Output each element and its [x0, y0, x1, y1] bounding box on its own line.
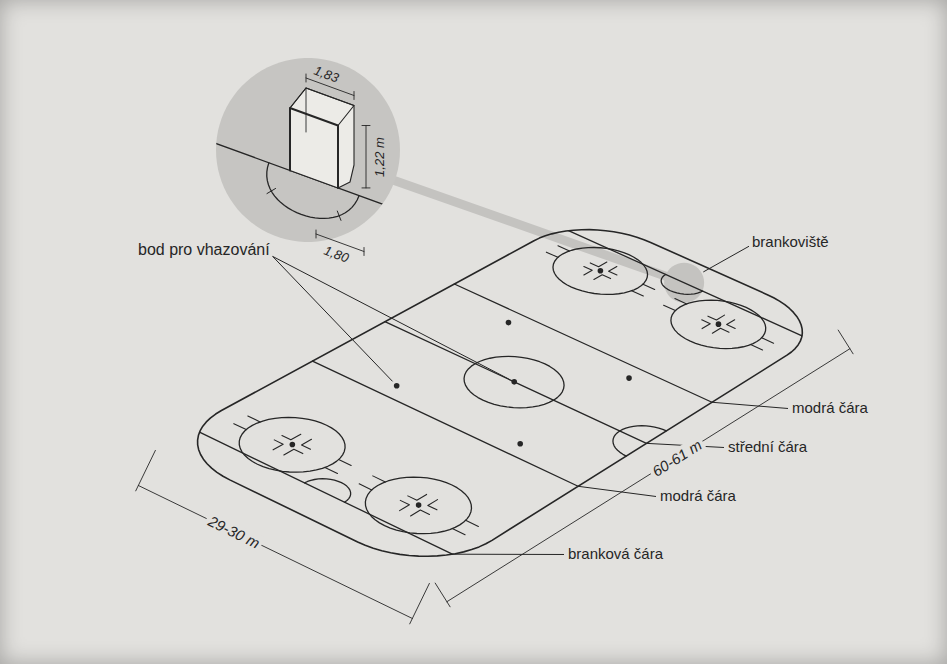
hash-mark [751, 345, 763, 350]
dimension-line [447, 349, 850, 602]
part-label: střední čára [728, 438, 807, 455]
dimension-tick [364, 248, 365, 256]
part-label: modrá čára [660, 487, 736, 504]
crease-tick [267, 188, 276, 193]
faceoff-l-mark [302, 439, 312, 449]
faceoff-l-mark [590, 262, 607, 267]
faceoff-l-mark [411, 510, 430, 516]
faceoff-circle [553, 247, 648, 294]
leader-line [578, 486, 656, 496]
faceoff-l-mark [708, 315, 725, 320]
dimension-tick [362, 125, 370, 126]
dimension-label: 1,80 [321, 244, 350, 267]
faceoff-l-mark [702, 320, 711, 329]
goal-net-back [306, 88, 307, 132]
goal-net [290, 88, 354, 188]
rink-boards [198, 230, 803, 557]
part-label: modrá čára [792, 399, 868, 416]
faceoff-dot [394, 383, 400, 389]
dimension-label: 60-61 m [646, 434, 707, 481]
hash-mark [558, 246, 570, 251]
hash-mark [675, 299, 687, 304]
faceoff-l-mark [282, 434, 301, 440]
dimension-label: 1,83 [311, 63, 340, 86]
blue-line [313, 361, 579, 486]
faceoff-l-mark [609, 267, 617, 275]
faceoff-circle [365, 477, 471, 534]
center-line [385, 322, 647, 444]
goal-frame [290, 108, 338, 188]
dimension-tick [362, 187, 370, 188]
faceoff-l-mark [428, 500, 438, 510]
goal-line [200, 432, 453, 554]
dimension-line [366, 126, 367, 188]
leader-line [452, 554, 564, 555]
extension-line [410, 583, 430, 623]
dimension-label: 1,22 m [373, 137, 388, 177]
referee-crease [613, 426, 666, 456]
hash-mark [632, 291, 644, 296]
blue-line [454, 284, 712, 402]
zoom-circle [216, 58, 400, 242]
faceoff-dot [416, 502, 422, 508]
hash-mark [664, 305, 676, 310]
extension-line [838, 330, 853, 354]
part-label: bod pro vhazování [138, 241, 270, 259]
zoom-connector-band [390, 179, 668, 277]
faceoff-l-mark [284, 449, 303, 455]
hash-mark [373, 476, 386, 482]
hash-mark [359, 484, 372, 490]
faceoff-dot [506, 320, 512, 326]
leader-lines [273, 246, 788, 554]
hash-mark [546, 252, 558, 257]
dimension-tick [354, 92, 355, 100]
dimension-label: 29-30 m [203, 511, 265, 553]
faceoff-l-mark [400, 500, 410, 510]
dimension-line [138, 485, 412, 618]
hash-mark [325, 467, 338, 473]
faceoff-spots [290, 268, 722, 508]
faceoff-l-mark [727, 320, 736, 329]
dimension-tick [316, 230, 317, 238]
leader-line [273, 256, 509, 379]
faceoff-l-mark [273, 440, 283, 450]
crease-tick [337, 211, 341, 220]
hash-mark [466, 520, 479, 526]
faceoff-l-mark [408, 494, 427, 500]
faceoff-dot [598, 268, 604, 274]
drawing-lines [136, 58, 853, 624]
dimension-tick [306, 74, 307, 82]
leader-line [703, 246, 749, 272]
leader-line [273, 256, 393, 381]
faceoff-dot [517, 441, 523, 447]
hash-mark [452, 529, 465, 535]
faceoff-dot [626, 375, 632, 381]
goal-crease [305, 479, 351, 502]
extension-line [435, 583, 450, 607]
part-label: branková čára [568, 545, 663, 562]
hash-mark [643, 284, 655, 289]
faceoff-dot [290, 442, 296, 448]
hash-mark [234, 424, 246, 430]
goal-crease [661, 274, 702, 294]
faceoff-l-mark [594, 275, 611, 280]
zoom-goal-crease [267, 163, 359, 219]
faceoff-l-mark [584, 267, 592, 275]
hash-mark [248, 416, 260, 422]
faceoff-circle [239, 417, 345, 472]
faceoff-l-mark [712, 328, 729, 333]
extension-line [136, 450, 156, 490]
faceoff-dot [716, 321, 722, 327]
hash-mark [339, 460, 351, 466]
faceoff-circle [671, 300, 766, 348]
faceoff-dot [511, 379, 517, 385]
hash-mark [762, 338, 774, 343]
part-label: brankoviště [752, 233, 829, 250]
leader-line [712, 402, 788, 408]
